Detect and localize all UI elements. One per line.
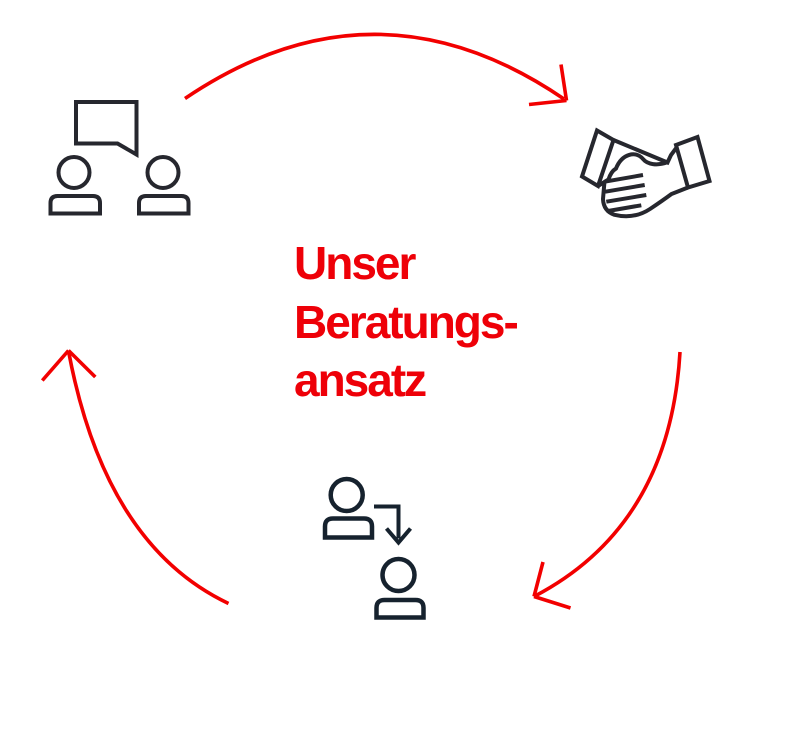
delegation-icon	[322, 476, 426, 620]
arrow-top-icon	[183, 32, 569, 107]
arrow-left-icon	[40, 349, 230, 606]
title-line-2: Beratungs-	[294, 295, 519, 348]
title-line-3: ansatz	[294, 354, 427, 406]
title-line-1: Unser	[294, 237, 416, 289]
arrow-right-icon	[532, 351, 682, 610]
discussion-icon	[48, 100, 191, 216]
page-title: Unser Beratungs- ansatz	[294, 234, 519, 410]
handshake-icon	[579, 127, 712, 219]
